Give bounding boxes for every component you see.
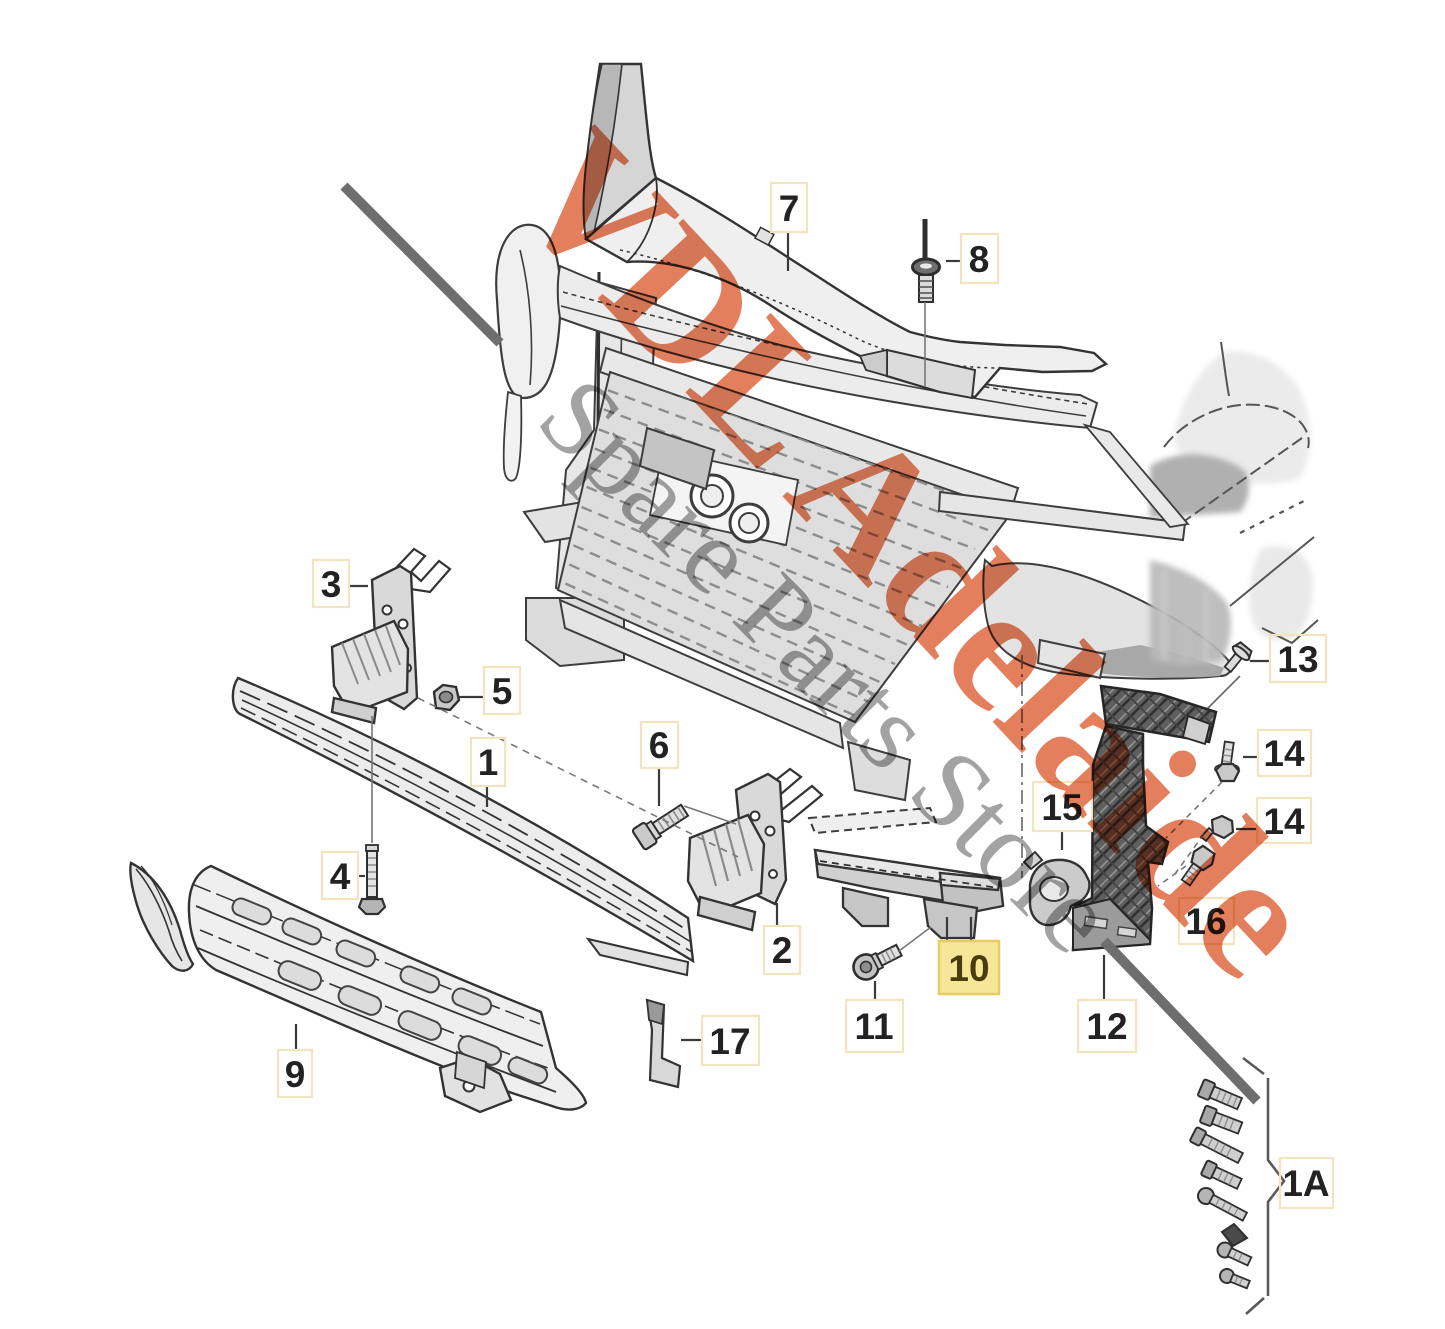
svg-text:13: 13	[1277, 639, 1318, 680]
svg-text:3: 3	[321, 564, 342, 605]
svg-text:4: 4	[330, 856, 351, 897]
svg-text:5: 5	[492, 671, 513, 712]
svg-text:14: 14	[1263, 801, 1305, 842]
svg-text:12: 12	[1086, 1006, 1127, 1047]
svg-text:1A: 1A	[1282, 1163, 1329, 1204]
svg-text:17: 17	[709, 1021, 750, 1062]
svg-text:7: 7	[779, 188, 800, 229]
svg-text:8: 8	[969, 239, 990, 280]
svg-text:10: 10	[948, 948, 989, 989]
svg-text:11: 11	[854, 1006, 893, 1047]
svg-text:1: 1	[478, 742, 499, 783]
svg-text:14: 14	[1263, 733, 1305, 774]
svg-text:6: 6	[649, 725, 670, 766]
svg-text:15: 15	[1041, 787, 1082, 828]
svg-text:16: 16	[1185, 901, 1226, 942]
svg-text:2: 2	[772, 930, 793, 971]
svg-text:9: 9	[285, 1054, 306, 1095]
